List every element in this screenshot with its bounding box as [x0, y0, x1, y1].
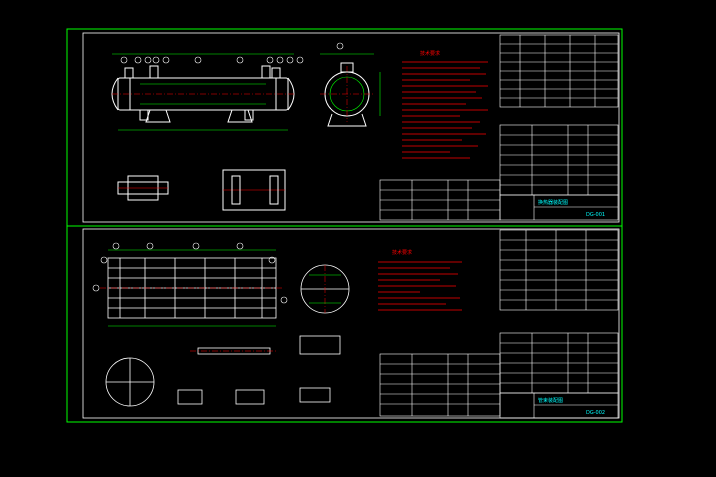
- sheet2-title: 管束装配图: [538, 397, 563, 404]
- sheet2-parts-list: [379, 332, 619, 417]
- sheet1-parts-list: [379, 124, 619, 221]
- sheet2-data-table: [499, 229, 619, 311]
- sheet1-part-balloons: [120, 42, 344, 64]
- sheet2-border: [82, 228, 620, 419]
- sheet1-design-data-table: [499, 34, 619, 108]
- sheet2-side-title: 技术要求: [392, 249, 412, 256]
- sheet1-border: [82, 32, 620, 223]
- sheet1-side-title: 技术要求: [420, 50, 440, 57]
- sheet2-part-balloons: [92, 242, 288, 304]
- sheet1-elevation-view: [111, 53, 381, 211]
- sheet1-title-block: [499, 194, 619, 221]
- sheet1-title: 换热器装配图: [538, 199, 568, 206]
- sheet2-bundle-view: [100, 249, 350, 407]
- sheet2-technical-notes: [378, 261, 462, 311]
- sheet1-technical-notes: [402, 61, 488, 159]
- sheet2-title-block: [499, 392, 619, 419]
- sheet2-drawing-number: DG-002: [586, 410, 605, 416]
- sheet1-drawing-number: DG-001: [586, 212, 605, 218]
